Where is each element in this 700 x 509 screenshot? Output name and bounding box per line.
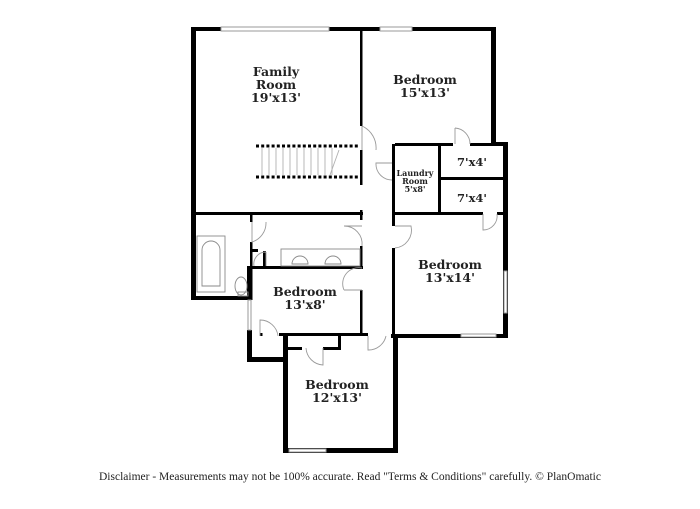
bedroom-4-name: Bedroom: [305, 377, 369, 392]
laundry-room-size: 5'x8': [405, 184, 426, 194]
bedroom-3-name: Bedroom: [273, 284, 337, 299]
laundry-room-name-line1: Laundry: [397, 168, 434, 178]
bedroom-3-size: 13'x8': [284, 297, 325, 312]
doors: [251, 125, 498, 366]
closet-1-size: 7'x4': [457, 155, 487, 169]
laundry-room-name-line2: Room: [402, 176, 428, 186]
bathroom-fixtures: [196, 235, 361, 297]
room-labels: Family Room 19'x13' Bedroom 15'x13' 7'x4…: [251, 64, 487, 405]
family-room-name-line1: Family: [253, 64, 300, 79]
bedroom-4-size: 12'x13': [312, 390, 362, 405]
windows: [220, 26, 508, 453]
bedroom-2-name: Bedroom: [418, 257, 482, 272]
bedroom-2-size: 13'x14': [425, 270, 475, 285]
stairs: [256, 144, 360, 179]
closet-2-size: 7'x4': [457, 191, 487, 205]
family-room-name-line2: Room: [256, 77, 296, 92]
bedroom-1-name: Bedroom: [393, 72, 457, 87]
bedroom-1-size: 15'x13': [400, 85, 450, 100]
walls: [191, 27, 508, 453]
family-room-size: 19'x13': [251, 90, 301, 105]
disclaimer-text: Disclaimer - Measurements may not be 100…: [99, 471, 601, 483]
